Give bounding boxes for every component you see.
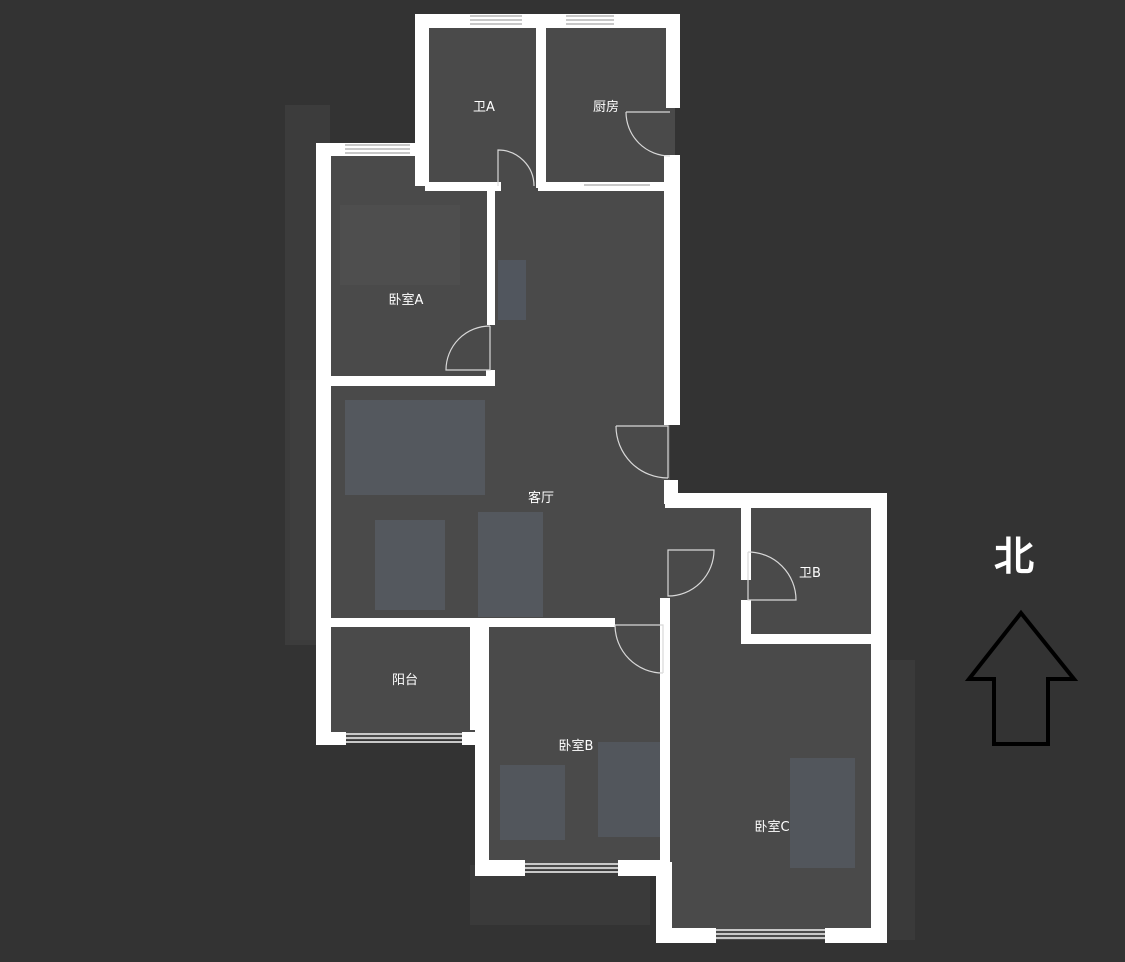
walls: [316, 14, 887, 943]
label-bath-a: 卫A: [473, 100, 495, 115]
label-living-room: 客厅: [528, 490, 554, 506]
doors: [445, 111, 797, 674]
door-bedroom-c: [667, 549, 715, 597]
room-labels: 卫A 厨房 卧室A 客厅 卫B 阳台 卧室B 卧室C: [389, 99, 821, 835]
door-bath-a: [497, 149, 535, 187]
label-bedroom-a: 卧室A: [389, 292, 424, 308]
window-kitchen: [566, 15, 614, 25]
window-bedroom-a: [345, 144, 410, 154]
windows: [345, 15, 825, 939]
window-bedroom-c: [716, 929, 825, 939]
label-balcony: 阳台: [392, 673, 418, 688]
north-label: 北: [994, 534, 1034, 580]
door-bedroom-b: [614, 624, 664, 674]
furniture: [340, 205, 855, 868]
label-bedroom-b: 卧室B: [559, 738, 594, 754]
door-living-east: [615, 425, 669, 479]
window-balcony: [346, 733, 462, 743]
north-arrow-icon: [964, 609, 1079, 746]
door-bath-b: [747, 551, 797, 601]
door-kitchen: [625, 111, 671, 157]
window-bedroom-b: [525, 863, 618, 873]
label-kitchen: 厨房: [593, 99, 619, 115]
door-bedroom-a: [445, 325, 491, 371]
label-bedroom-c: 卧室C: [754, 819, 789, 835]
window-bath-a: [470, 15, 522, 25]
label-bath-b: 卫B: [799, 566, 821, 581]
north-compass: 北: [964, 534, 1079, 746]
